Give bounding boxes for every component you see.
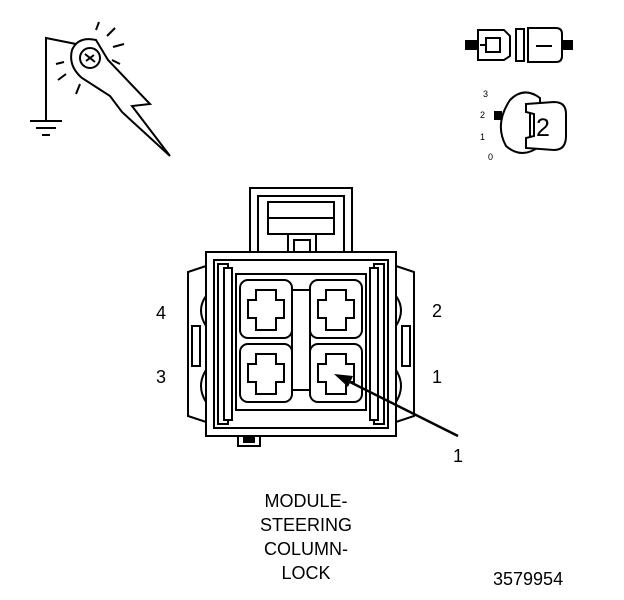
terminal-cavity-2 [309, 279, 363, 339]
ignition-scale-2: 2 [480, 110, 486, 120]
figure-id: 3579954 [493, 569, 564, 589]
pin-label-4: 4 [156, 303, 167, 323]
component-caption: MODULE- STEERING COLUMN- LOCK [206, 489, 406, 585]
caption-line-3: COLUMN- [264, 539, 348, 559]
caption-line-4: LOCK [281, 563, 331, 583]
ignition-scale-0: 0 [488, 152, 494, 162]
connector-side-view-icon [465, 27, 573, 63]
ignition-scale-3: 3 [483, 89, 489, 99]
caption-line-1: MODULE- [264, 491, 348, 511]
connector-face [187, 187, 415, 447]
pin-label-1: 1 [432, 367, 443, 387]
ignition-switch-icon [494, 91, 567, 154]
pin-label-2: 2 [432, 301, 443, 321]
callout-arrow [334, 374, 459, 438]
test-light-icon [30, 21, 171, 157]
terminal-cavity-1 [309, 343, 363, 403]
terminal-cavity-4 [239, 279, 293, 339]
pin-label-3: 3 [156, 367, 167, 387]
caption-line-2: STEERING [259, 515, 352, 535]
ignition-position-badge: 2 [536, 114, 550, 142]
ignition-scale-1: 1 [480, 132, 486, 142]
callout-number: 1 [453, 446, 464, 466]
terminal-cavity-3 [239, 343, 293, 403]
